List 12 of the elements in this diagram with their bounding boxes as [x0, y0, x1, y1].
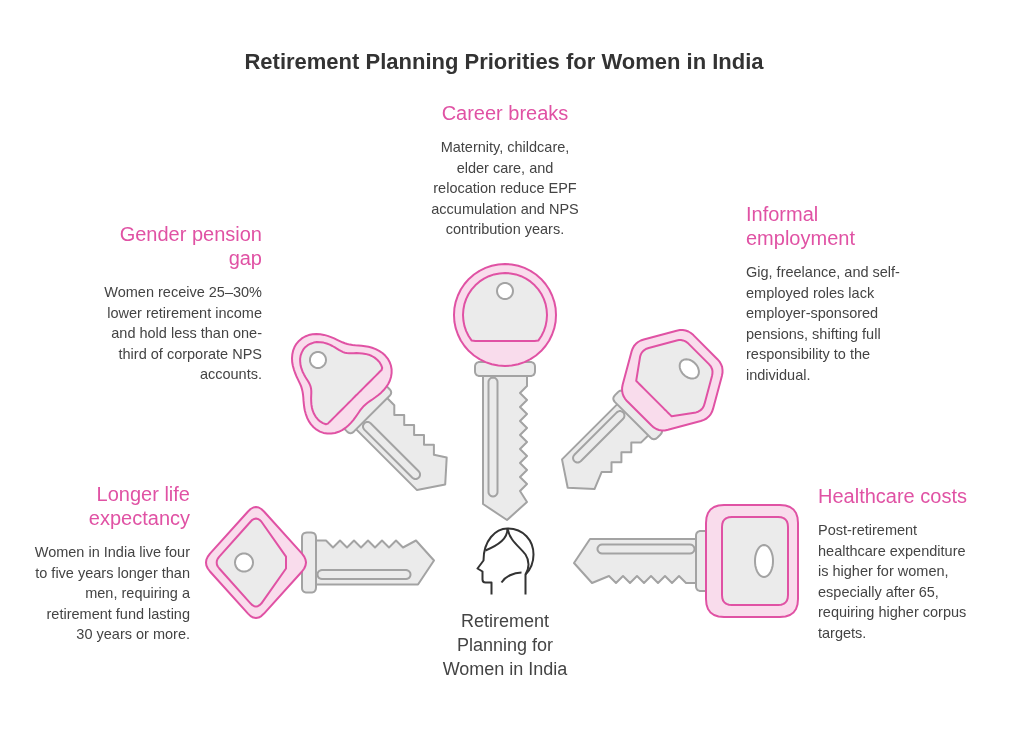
topic-description: Women in India live four to five years longer than men, requiring a retirement fund lasting 30 years or more.: [33, 543, 190, 644]
title: Retirement Planning Priorities for Women in India: [244, 49, 764, 75]
center-label: Retirement Planning for Women in India: [442, 610, 568, 681]
topic-heading: Informal employment: [746, 202, 856, 250]
topic-heading: Longer life expectancy: [87, 482, 190, 530]
topic-description: Maternity, childcare, elder care, and relocation reduce EPF accumulation and NPS contribution years.: [430, 138, 580, 239]
topic-heading: Career breaks: [441, 101, 569, 125]
topic-heading: Healthcare costs: [818, 484, 968, 508]
topic-description: Women receive 25–30% lower retirement income and hold less than one-third of corporate NPS accounts.: [103, 283, 262, 384]
topic-description: Gig, freelance, and self-employed roles lack employer-sponsored pensions, shifting full responsibility to the individual.: [746, 263, 901, 385]
topic-heading: Gender pension gap: [118, 222, 262, 270]
topic-description: Post-retirement healthcare expenditure is higher for women, especially after 65, requiring higher corpus targets.: [818, 521, 968, 643]
